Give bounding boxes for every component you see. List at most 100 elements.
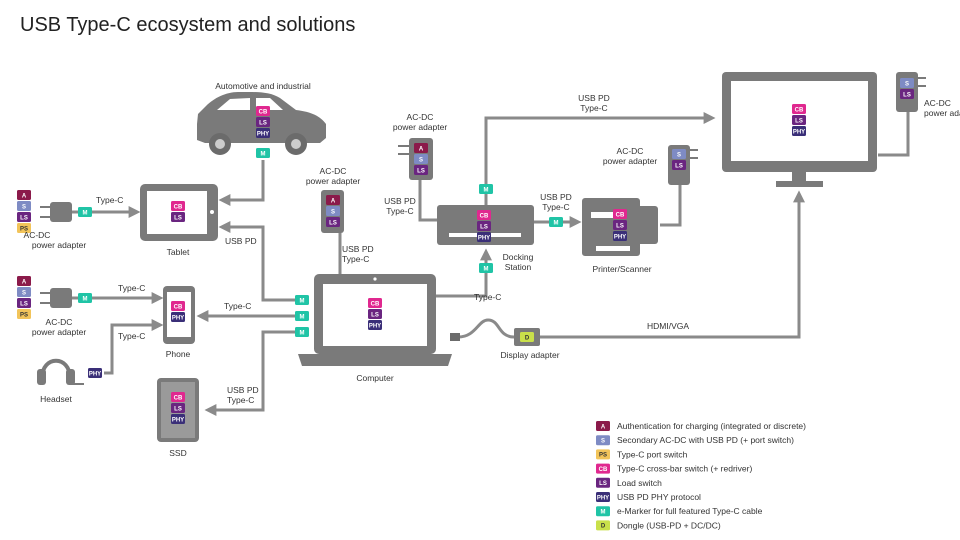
legend-text: Load switch bbox=[617, 478, 662, 488]
phone-adapter-badge-ls: LS bbox=[17, 298, 31, 308]
wire-computer-displayadapter bbox=[457, 318, 515, 339]
car-badge-cb: CB bbox=[256, 106, 270, 116]
badge-text: CB bbox=[371, 301, 380, 307]
label-acdc-phone-2: power adapter bbox=[32, 327, 87, 337]
ssd-badge-phy: PHY bbox=[171, 414, 185, 424]
badge-text: M bbox=[83, 210, 88, 216]
badge-text: A bbox=[22, 279, 27, 285]
legend-text: Authentication for charging (integrated … bbox=[617, 421, 806, 431]
printer-adapter-badge-s: S bbox=[672, 149, 686, 159]
label-acdc-tablet-2: power adapter bbox=[32, 240, 87, 250]
docking-label-line2: Station bbox=[505, 262, 532, 272]
label-acdc-monitor-2: power adapter bbox=[924, 108, 960, 118]
legend-item-7-badge-d: D bbox=[596, 520, 610, 531]
display-adapter-badge-d: D bbox=[520, 332, 534, 342]
label-acdc-monitor-1: AC-DC bbox=[924, 98, 951, 108]
ssd-label: SSD bbox=[169, 448, 186, 458]
automotive-label: Automotive and industrial bbox=[215, 81, 311, 91]
badge-text: LS bbox=[329, 220, 337, 226]
badge-text: S bbox=[677, 152, 681, 158]
badge-text: A bbox=[601, 424, 606, 430]
chip-badges: CBLSPHYMCBLSASLSPSMCBPHYASLSPSMPHYCBLSPH… bbox=[17, 78, 914, 424]
tablet-adapter-badge-ls: LS bbox=[17, 212, 31, 222]
phone-adapter-badge-s: S bbox=[17, 287, 31, 297]
badge-text: LS bbox=[480, 224, 488, 230]
phone-badge-phy: PHY bbox=[171, 312, 185, 322]
tablet-adapter-badge-s: S bbox=[17, 201, 31, 211]
headset-icon bbox=[37, 358, 84, 385]
badge-text: CB bbox=[616, 212, 625, 218]
wire-adapter-docking bbox=[418, 180, 437, 222]
badge-text: S bbox=[419, 157, 423, 163]
computer-port3-badge-m: M bbox=[295, 327, 309, 337]
badge-text: PS bbox=[599, 453, 607, 459]
wire-computer-ssd bbox=[204, 330, 300, 416]
badge-text: LS bbox=[616, 223, 624, 229]
badge-text: LS bbox=[174, 406, 182, 412]
legend-text: e-Marker for full featured Type-C cable bbox=[617, 506, 763, 516]
label-type-c-computer-phone: Type-C bbox=[224, 301, 251, 311]
badge-text: A bbox=[419, 146, 424, 152]
docking-printer-cable-badge-m: M bbox=[549, 217, 563, 227]
printer-badge-cb: CB bbox=[613, 209, 627, 219]
badge-text: D bbox=[601, 524, 606, 530]
legend-text: Dongle (USB-PD + DC/DC) bbox=[617, 520, 721, 530]
label-type-c-phone-adapter: Type-C bbox=[118, 283, 145, 293]
docking-badge-cb: CB bbox=[477, 210, 491, 220]
badge-text: PHY bbox=[369, 323, 381, 329]
badge-text: LS bbox=[417, 168, 425, 174]
label-type-c-headset: Type-C bbox=[118, 331, 145, 341]
label-acdc-phone-1: AC-DC bbox=[46, 317, 73, 327]
monitor-adapter-badge-s: S bbox=[900, 78, 914, 88]
badge-text: A bbox=[22, 193, 27, 199]
wire-docking-monitor bbox=[484, 112, 716, 205]
badge-text: PHY bbox=[172, 417, 184, 423]
legend-text: Type-C cross-bar switch (+ redriver) bbox=[617, 464, 752, 474]
computer-badge-ls: LS bbox=[368, 309, 382, 319]
badge-text: LS bbox=[371, 312, 379, 318]
tablet-adapter-badge-ps: PS bbox=[17, 223, 31, 233]
tablet-adapter-badge-a: A bbox=[17, 190, 31, 200]
label-usbpd-monitor-2: Type-C bbox=[580, 103, 607, 113]
ssd-badge-ls: LS bbox=[171, 403, 185, 413]
printer-badge-ls: LS bbox=[613, 220, 627, 230]
docking-monitor-cable-badge-m: M bbox=[479, 184, 493, 194]
badge-text: CB bbox=[174, 204, 183, 210]
tablet-cable-badge-m: M bbox=[78, 207, 92, 217]
headset-label: Headset bbox=[40, 394, 72, 404]
tablet-badge-cb: CB bbox=[171, 201, 185, 211]
badge-text: PHY bbox=[89, 371, 101, 377]
power-adapter-phone-icon bbox=[40, 288, 72, 308]
printer-badge-phy: PHY bbox=[613, 231, 627, 241]
display-adapter-label: Display adapter bbox=[500, 350, 559, 360]
badge-text: CB bbox=[480, 213, 489, 219]
legend-item-2-badge-ps: PS bbox=[596, 449, 610, 460]
badge-text: LS bbox=[795, 118, 803, 124]
badge-text: M bbox=[601, 510, 606, 516]
car-badge-ls: LS bbox=[256, 117, 270, 127]
docking-adapter-badge-s: S bbox=[414, 154, 428, 164]
badge-text: M bbox=[261, 151, 266, 157]
wire-adapter-monitor bbox=[878, 112, 910, 157]
label-usbpd-tablet: USB PD bbox=[225, 236, 257, 246]
badge-text: PHY bbox=[597, 495, 609, 501]
phone-label: Phone bbox=[166, 349, 191, 359]
wire-adapter-printer bbox=[660, 185, 682, 227]
computer-badge-phy: PHY bbox=[368, 320, 382, 330]
legend-item-0-badge-a: A bbox=[596, 421, 610, 431]
computer-adapter-badge-ls: LS bbox=[326, 217, 340, 227]
legend-item-4-badge-ls: LS bbox=[596, 477, 610, 488]
badge-text: CB bbox=[795, 107, 804, 113]
badge-text: CB bbox=[599, 467, 608, 473]
badge-text: LS bbox=[599, 481, 607, 487]
label-hdmi-vga: HDMI/VGA bbox=[647, 321, 689, 331]
printer-label: Printer/Scanner bbox=[592, 264, 651, 274]
badge-text: CB bbox=[259, 109, 268, 115]
docking-label-line1: Docking bbox=[503, 252, 534, 262]
monitor-badge-ls: LS bbox=[792, 115, 806, 125]
badge-text: CB bbox=[174, 304, 183, 310]
badge-text: LS bbox=[20, 301, 28, 307]
legend-item-5-badge-phy: PHY bbox=[596, 492, 610, 502]
diagram-title: USB Type-C ecosystem and solutions bbox=[20, 14, 356, 36]
